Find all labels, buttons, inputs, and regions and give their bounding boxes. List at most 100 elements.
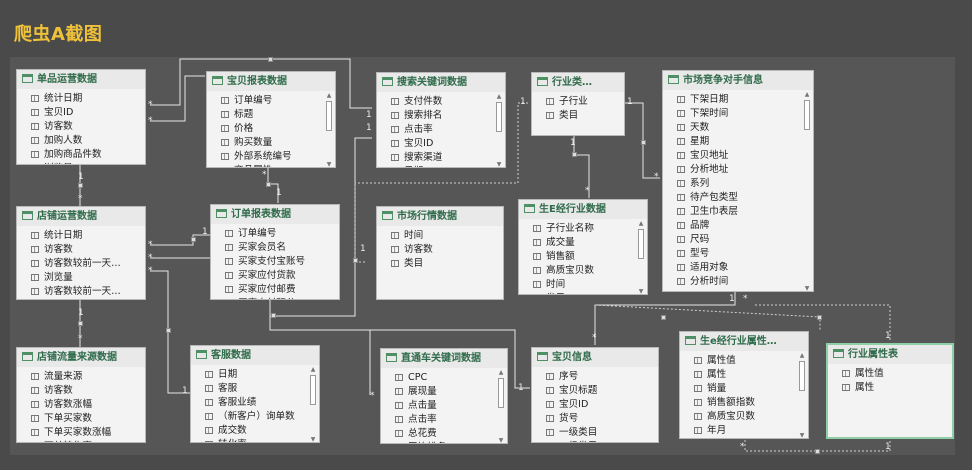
connector-dot[interactable] [78, 321, 83, 326]
scrollbar[interactable]: ▲▼ [325, 93, 333, 167]
field-list[interactable]: 属性值属性销量销售额指数高质宝贝数年月▲▼ [680, 351, 808, 438]
field-list[interactable]: 子行业名称成交量销售额高质宝贝数时间类目▲▼ [519, 219, 647, 294]
field-row[interactable]: 访客数 [377, 243, 503, 257]
field-row[interactable]: 系列 [663, 177, 813, 191]
field-row[interactable]: 标题 [207, 108, 335, 122]
table-header[interactable]: 行业类… [532, 73, 624, 92]
field-row[interactable]: 访客数 [17, 120, 145, 134]
field-row[interactable]: 客服业绩 [191, 396, 319, 410]
field-row[interactable]: 属性 [680, 368, 808, 382]
entity-table-t3[interactable]: 搜索关键词数据支付件数搜索排名点击率宝贝ID搜索渠道日期▲▼ [376, 72, 506, 168]
table-header[interactable]: 店铺运营数据 [17, 207, 145, 226]
connector-dot[interactable] [815, 449, 820, 454]
field-row[interactable]: CPC [381, 371, 507, 385]
field-row[interactable]: 品牌 [663, 219, 813, 233]
scrollbar[interactable]: ▲▼ [495, 94, 503, 168]
field-row[interactable]: 下单买家数涨幅 [17, 426, 145, 440]
field-row[interactable]: 年月 [680, 424, 808, 438]
field-row[interactable]: 成交量 [519, 236, 647, 250]
entity-table-t9[interactable]: 生E经行业数据子行业名称成交量销售额高质宝贝数时间类目▲▼ [518, 199, 648, 295]
field-row[interactable]: 平均排名 [381, 441, 507, 443]
scroll-up-icon[interactable]: ▲ [498, 369, 504, 376]
scroll-down-icon[interactable]: ▼ [310, 436, 316, 443]
field-row[interactable]: 买家会员名 [211, 241, 339, 255]
scrollbar[interactable]: ▲▼ [803, 91, 811, 291]
field-row[interactable]: 子行业 [532, 95, 624, 109]
field-row[interactable]: 宝贝地址 [663, 149, 813, 163]
field-row[interactable]: 高质宝贝数 [519, 264, 647, 278]
field-row[interactable]: 宝贝ID [17, 106, 145, 120]
connector-dot[interactable] [78, 183, 83, 188]
scroll-thumb[interactable] [326, 101, 332, 131]
entity-table-t2[interactable]: 宝贝报表数据订单编号标题价格购买数量外部系统编号商品属性▲▼ [206, 71, 336, 168]
field-list[interactable]: 时间访客数类目 [377, 226, 503, 299]
table-header[interactable]: 市场行情数据 [377, 207, 503, 226]
entity-table-t15[interactable]: 行业属性表属性值属性 [826, 343, 954, 439]
field-list[interactable]: 流量来源访客数访客数涨幅下单买家数下单买家数涨幅下单转化率 [17, 367, 145, 442]
field-row[interactable]: 买家支付积分 [211, 297, 339, 299]
field-row[interactable]: 浏览量 [17, 162, 145, 164]
field-row[interactable]: 属性值 [828, 367, 952, 381]
field-row[interactable]: 销量 [680, 382, 808, 396]
scroll-thumb[interactable] [799, 361, 805, 391]
field-row[interactable]: 老访客数 [17, 299, 145, 300]
scrollbar[interactable]: ▲▼ [497, 369, 505, 444]
table-header[interactable]: 订单报表数据 [211, 205, 339, 224]
connector-dot[interactable] [271, 313, 276, 318]
table-header[interactable]: 宝贝报表数据 [207, 72, 335, 91]
connector-dot[interactable] [266, 182, 271, 187]
connector-dot[interactable] [268, 57, 273, 62]
field-row[interactable]: 卫生巾表层 [663, 205, 813, 219]
connector-dot[interactable] [572, 152, 577, 157]
connector-dot[interactable] [166, 328, 171, 333]
field-row[interactable]: 宝贝标题 [532, 384, 658, 398]
scroll-thumb[interactable] [496, 102, 502, 132]
field-row[interactable]: 加购商品件数 [17, 148, 145, 162]
field-row[interactable]: 访客数 [17, 384, 145, 398]
field-row[interactable]: 类目 [532, 109, 624, 123]
field-row[interactable]: 下单转化率 [17, 440, 145, 442]
field-row[interactable]: 类目 [377, 257, 503, 271]
field-row[interactable]: 访客数较前一天… [17, 285, 145, 299]
field-row[interactable]: 时间 [519, 278, 647, 292]
field-row[interactable]: 属性值 [680, 354, 808, 368]
field-list[interactable]: 下架日期下架时间天数星期宝贝地址分析地址系列待产包类型卫生巾表层品牌尺码型号适用… [663, 90, 813, 291]
connector-dot[interactable] [191, 237, 196, 242]
field-row[interactable]: 属性 [828, 381, 952, 395]
scroll-up-icon[interactable]: ▲ [310, 366, 316, 373]
table-header[interactable]: 生E经行业数据 [519, 200, 647, 219]
field-row[interactable]: 型号 [663, 247, 813, 261]
entity-table-t4[interactable]: 行业类… 子行业类目 [531, 72, 625, 136]
table-header[interactable]: 宝贝信息 [532, 348, 658, 367]
field-row[interactable]: 统计日期 [17, 229, 145, 243]
field-row[interactable]: 货号 [532, 412, 658, 426]
entity-table-t13[interactable]: 宝贝信息序号宝贝标题宝贝ID货号一级类目二级类目 [531, 347, 659, 443]
scroll-down-icon[interactable]: ▼ [498, 437, 504, 444]
scroll-up-icon[interactable]: ▲ [804, 91, 810, 98]
field-list[interactable]: 订单编号买家会员名买家支付宝账号买家应付货款买家应付邮费买家支付积分 [211, 224, 339, 299]
scroll-thumb[interactable] [804, 100, 810, 130]
field-row[interactable]: 销售额指数 [680, 396, 808, 410]
table-header[interactable]: 搜索关键词数据 [377, 73, 505, 92]
field-row[interactable]: 分析地址 [663, 163, 813, 177]
field-row[interactable]: 宝贝ID [377, 137, 505, 151]
field-row[interactable]: 子行业名称 [519, 222, 647, 236]
field-row[interactable]: 适用对象 [663, 261, 813, 275]
entity-table-t12[interactable]: 直通车关键词数据CPC展现量点击量点击率总花费平均排名▲▼ [380, 348, 508, 444]
field-row[interactable]: 买家应付邮费 [211, 283, 339, 297]
field-list[interactable]: 序号宝贝标题宝贝ID货号一级类目二级类目 [532, 367, 658, 442]
field-list[interactable]: CPC展现量点击量点击率总花费平均排名▲▼ [381, 368, 507, 444]
scrollbar[interactable]: ▲▼ [798, 353, 806, 438]
table-header[interactable]: 市场竞争对手信息 [663, 71, 813, 90]
scrollbar[interactable]: ▲▼ [309, 366, 317, 443]
scroll-up-icon[interactable]: ▲ [638, 220, 644, 227]
field-row[interactable]: 访客数 [17, 243, 145, 257]
field-row[interactable]: 订单编号 [211, 227, 339, 241]
field-row[interactable]: 销售额 [519, 250, 647, 264]
field-row[interactable]: 搜索排名 [377, 109, 505, 123]
scroll-down-icon[interactable]: ▼ [496, 161, 502, 168]
entity-table-t10[interactable]: 店铺流量来源数据流量来源访客数访客数涨幅下单买家数下单买家数涨幅下单转化率 [16, 347, 146, 443]
field-row[interactable]: 日期 [377, 165, 505, 167]
